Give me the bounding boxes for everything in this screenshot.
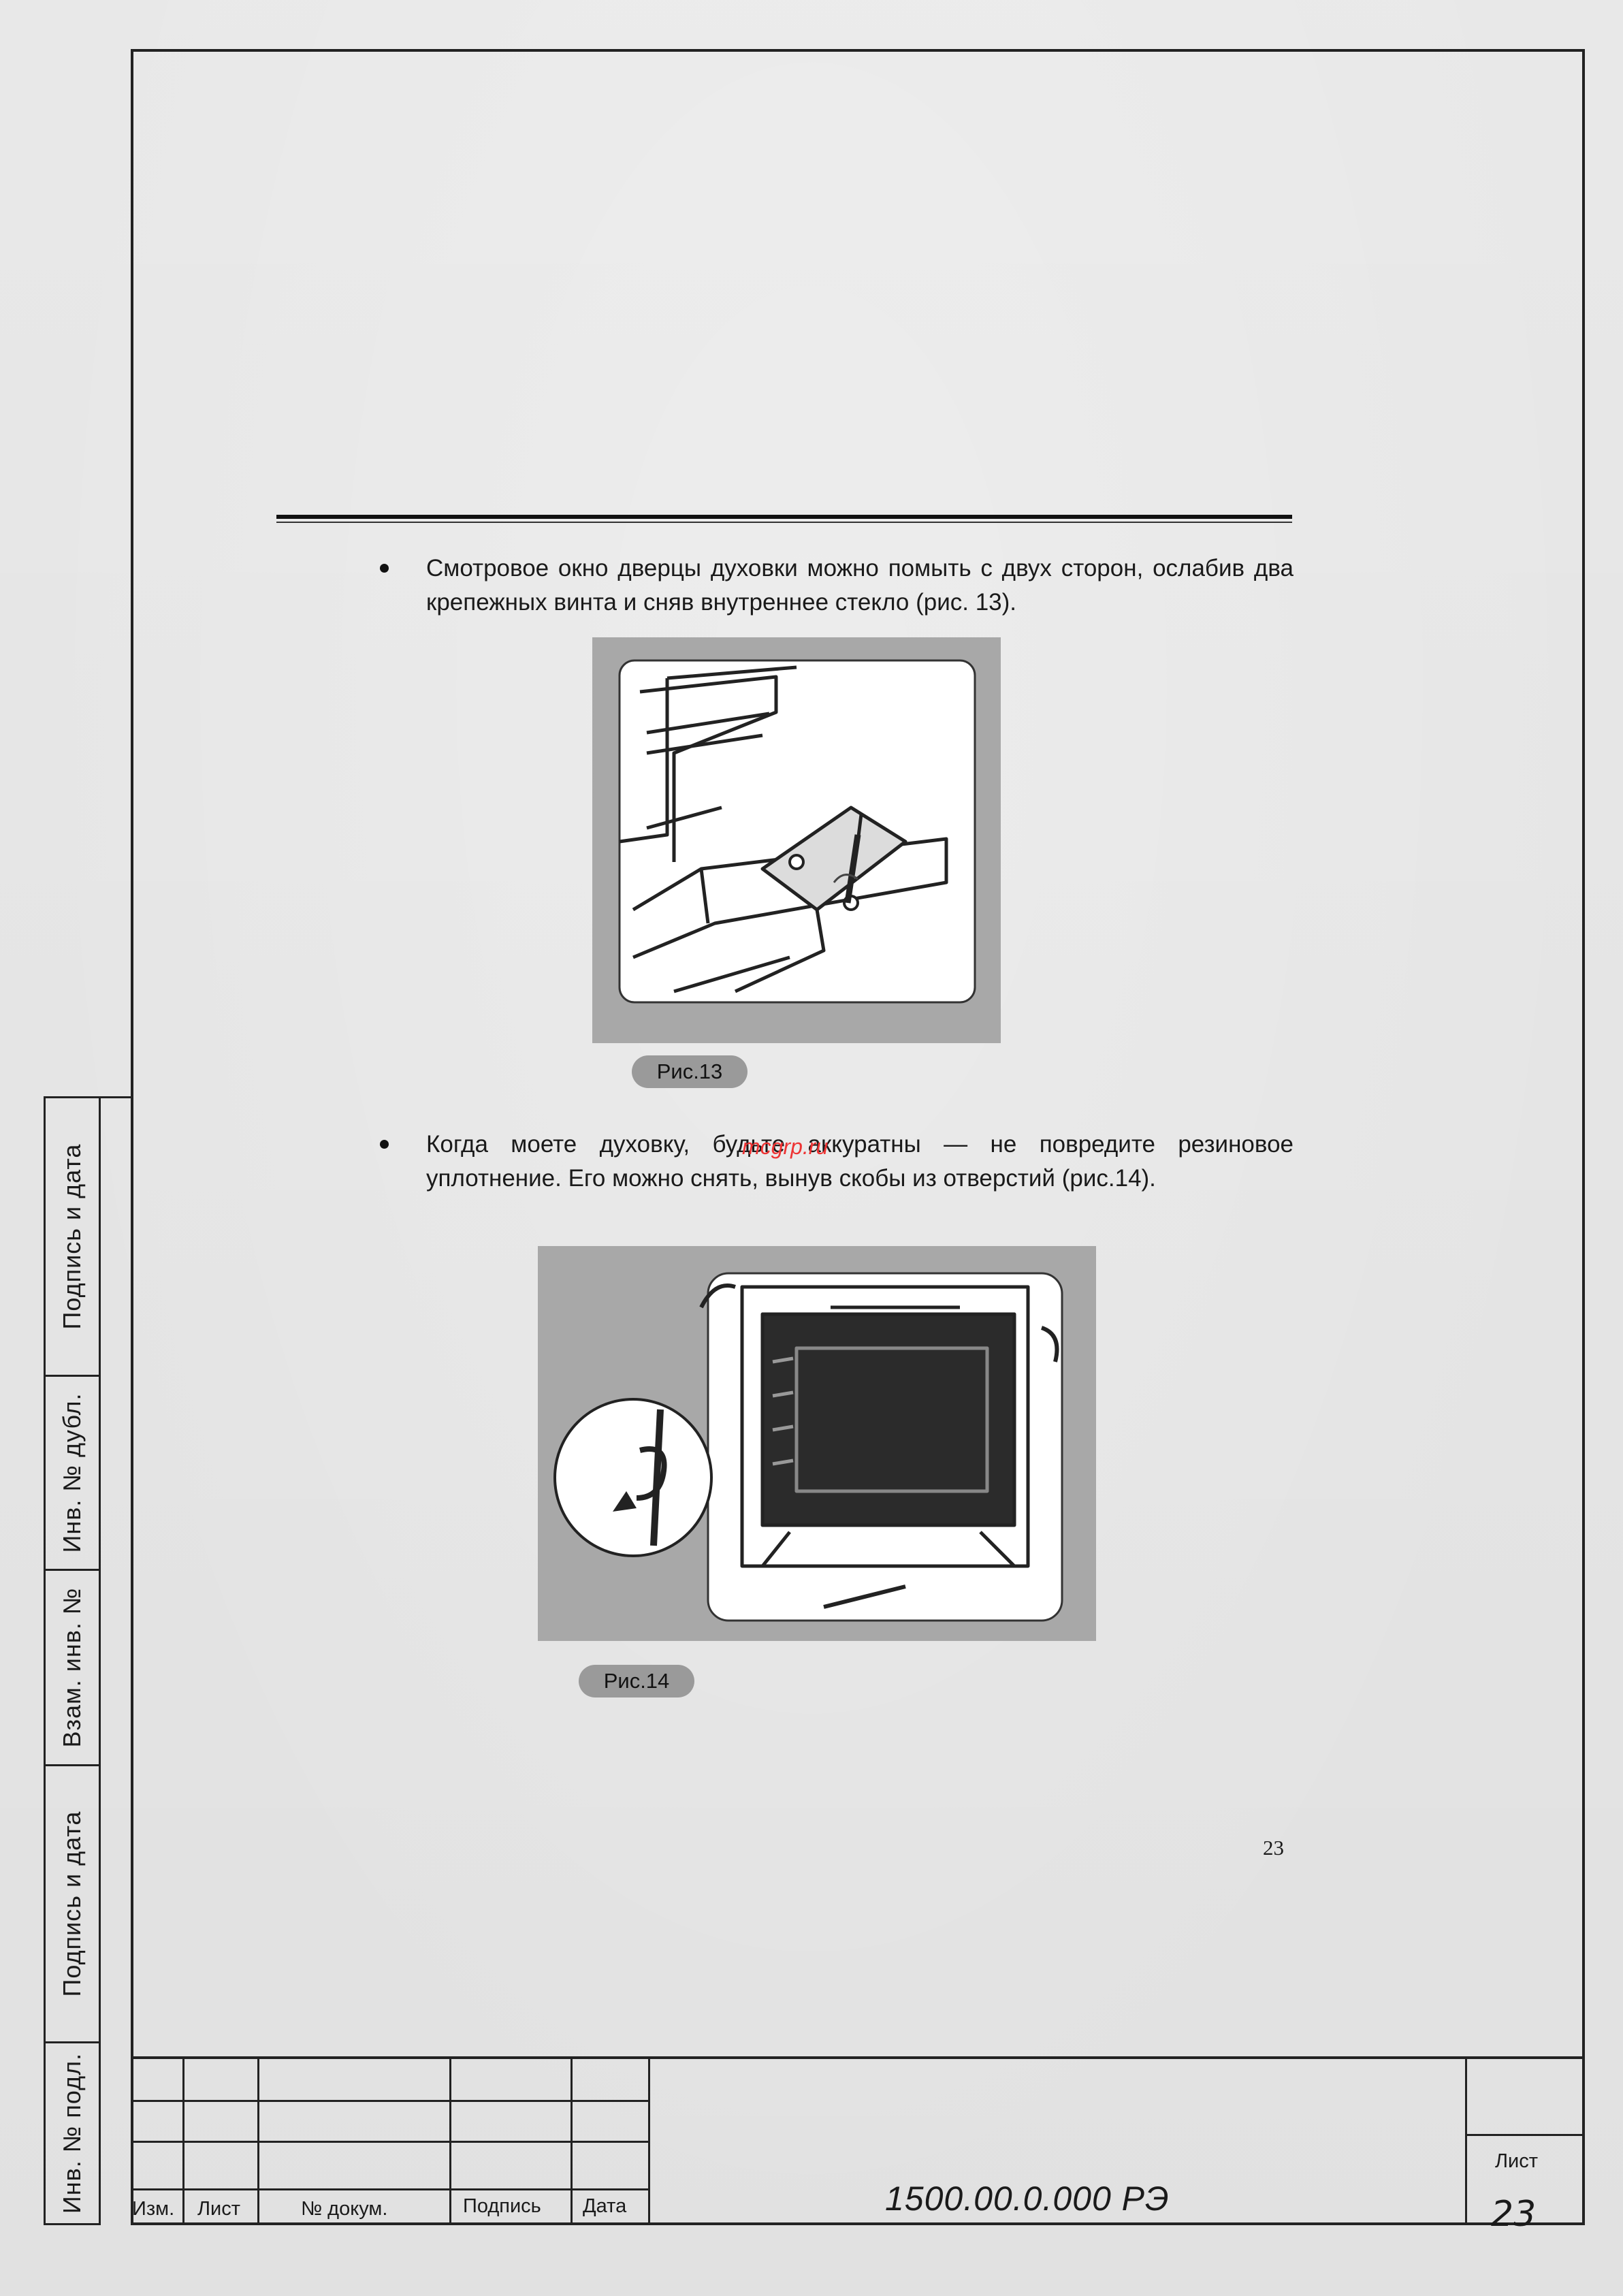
figure-14-caption: Рис.14 <box>579 1665 694 1697</box>
side-stamp-strip <box>101 1096 131 2225</box>
paragraph-window-cleaning: Смотровое окно дверцы духовки можно помы… <box>380 552 1293 620</box>
side-field-signature-date-1: Подпись и дата <box>44 1096 101 1377</box>
bullet-icon <box>380 1140 389 1149</box>
side-field-signature-date-2: Подпись и дата <box>44 1764 101 2043</box>
page-number: 23 <box>1263 1836 1284 1860</box>
sheet-label: Лист <box>1495 2150 1539 2172</box>
col-date: Дата <box>583 2195 627 2217</box>
figure-14-oven-cavity <box>538 1246 1096 1641</box>
page-frame <box>131 49 1585 2225</box>
bullet-icon <box>380 564 389 573</box>
paragraph-text: Когда моете духовку, будьте аккуратны — … <box>426 1131 1293 1192</box>
col-list: Лист <box>197 2198 241 2220</box>
paragraph-text: Смотровое окно дверцы духовки можно помы… <box>426 555 1293 616</box>
col-sign: Подпись <box>463 2195 541 2217</box>
side-field-inv-dup: Инв. № дубл. <box>44 1375 101 1571</box>
side-field-vzam-inv: Взам. инв. № <box>44 1569 101 1766</box>
side-field-inv-orig: Инв. № подл. <box>44 2041 101 2225</box>
section-rule <box>276 515 1292 523</box>
col-izm: Изм. <box>132 2198 175 2220</box>
sheet-number: 23 <box>1491 2194 1537 2235</box>
watermark: mcgrp.ru <box>742 1134 829 1159</box>
col-doc: № докум. <box>301 2198 388 2220</box>
oven-cavity-illustration <box>553 1272 1063 1622</box>
title-block: Изм. Лист № докум. Подпись Дата <box>131 2056 1585 2225</box>
figure-13-oven-door <box>592 637 1001 1043</box>
paragraph-seal-removal: Когда моете духовку, будьте аккуратны — … <box>380 1128 1293 1196</box>
oven-door-illustration <box>618 659 976 1004</box>
figure-13-caption: Рис.13 <box>632 1055 748 1088</box>
document-number: 1500.00.0.000 РЭ <box>885 2180 1170 2218</box>
